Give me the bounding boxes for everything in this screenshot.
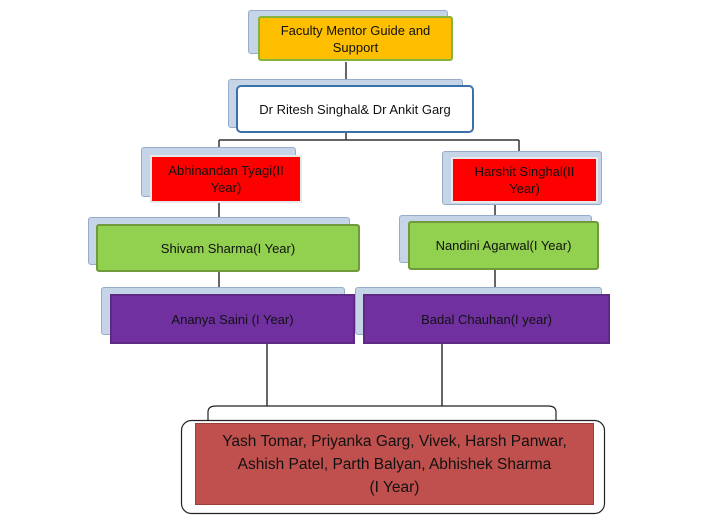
left-lead-node-label: Abhinandan Tyagi(II Year) — [168, 163, 284, 195]
members-box: Yash Tomar, Priyanka Garg, Vivek, Harsh … — [195, 423, 594, 505]
members-bracket — [207, 405, 557, 420]
right-second-node: Nandini Agarwal(I Year) — [408, 221, 599, 270]
right-lead-node-label: Harshit Singhal(II Year) — [474, 164, 575, 196]
root-node-label: Faculty Mentor Guide and Support — [280, 22, 431, 55]
members-text: Yash Tomar, Priyanka Garg, Vivek, Harsh … — [222, 430, 567, 499]
faculty-node-label: Dr Ritesh Singhal& Dr Ankit Garg — [259, 101, 451, 117]
right-second-node-label: Nandini Agarwal(I Year) — [435, 238, 572, 253]
right-lead-node: Harshit Singhal(II Year) — [451, 157, 598, 203]
right-third-node-label: Badal Chauhan(I year) — [421, 311, 552, 327]
members-line-2: Ashish Patel, Parth Balyan, Abhishek Sha… — [237, 455, 552, 473]
left-lead-node: Abhinandan Tyagi(II Year) — [150, 155, 302, 203]
members-line-1: Yash Tomar, Priyanka Garg, Vivek, Harsh … — [222, 432, 567, 450]
left-third-node: Ananya Saini (I Year) — [110, 294, 355, 344]
left-second-node: Shivam Sharma(I Year) — [96, 224, 360, 272]
left-third-node-label: Ananya Saini (I Year) — [171, 311, 294, 327]
right-third-node: Badal Chauhan(I year) — [363, 294, 610, 344]
faculty-node: Dr Ritesh Singhal& Dr Ankit Garg — [236, 85, 474, 133]
left-second-node-label: Shivam Sharma(I Year) — [160, 240, 296, 256]
members-line-3: (I Year) — [369, 478, 420, 496]
root-node: Faculty Mentor Guide and Support — [258, 16, 453, 61]
